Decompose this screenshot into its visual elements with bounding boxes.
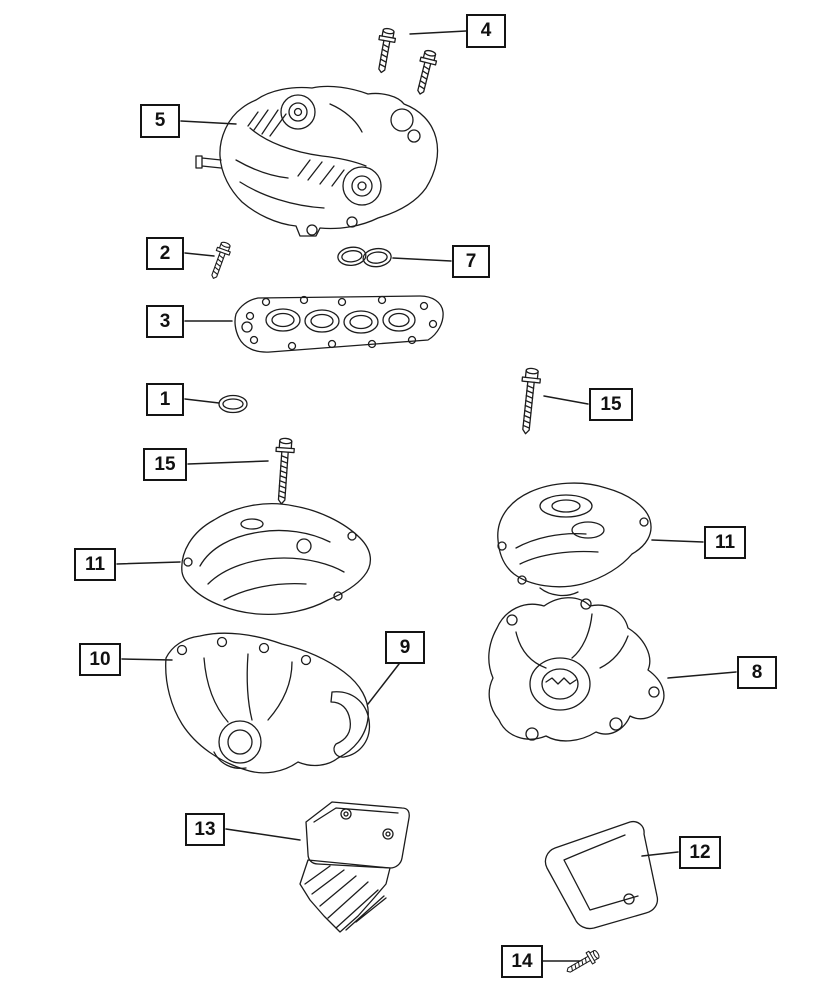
lower-intake-manifold-drawing (234, 295, 444, 353)
callout-8[interactable]: 8 (737, 656, 777, 689)
leader-line (543, 395, 589, 405)
leader-line (392, 257, 452, 262)
callout-1[interactable]: 1 (146, 383, 184, 416)
leader-line (367, 663, 400, 705)
exhaust-manifold-front-drawing (165, 632, 369, 774)
callout-5[interactable]: 5 (140, 104, 180, 138)
heat-shield-bracket-drawing (299, 801, 410, 933)
callout-3[interactable]: 3 (146, 305, 184, 338)
hex-flange-bolts-drawing (372, 26, 440, 97)
heat-shield-left-drawing (181, 503, 371, 616)
long-mounting-bolt-left-drawing (271, 437, 296, 506)
callout-12[interactable]: 12 (679, 836, 721, 869)
leader-line (116, 561, 181, 565)
leader-line (651, 539, 704, 543)
callout-13[interactable]: 13 (185, 813, 225, 846)
callout-15-right[interactable]: 15 (589, 388, 633, 421)
callout-15-left[interactable]: 15 (143, 448, 187, 481)
heat-shield-right-drawing (497, 482, 652, 597)
callout-10[interactable]: 10 (79, 643, 121, 676)
o-ring-seal-drawing (218, 394, 248, 414)
hex-bolt-drawing (206, 240, 234, 282)
hex-screw-drawing (563, 947, 602, 978)
callout-11-left[interactable]: 11 (74, 548, 116, 581)
long-mounting-bolt-right-drawing (515, 366, 543, 436)
leader-line (180, 120, 237, 125)
callout-4[interactable]: 4 (466, 14, 506, 48)
leader-line (187, 460, 269, 465)
leader-line (225, 828, 301, 841)
callout-9[interactable]: 9 (385, 631, 425, 664)
callout-14[interactable]: 14 (501, 945, 543, 978)
manifold-outlet-flange-drawing (330, 691, 371, 758)
leader-line (121, 658, 173, 661)
splash-shield-drawing (544, 820, 659, 930)
leader-line (667, 671, 737, 679)
upper-intake-manifold-drawing (195, 85, 439, 237)
leader-line (184, 398, 220, 404)
callout-2[interactable]: 2 (146, 237, 184, 270)
leader-line (409, 30, 467, 35)
callout-7[interactable]: 7 (452, 245, 490, 278)
figure-eight-gasket-drawing (337, 246, 392, 268)
exhaust-manifold-rear-drawing (488, 597, 665, 742)
leader-lines (116, 30, 737, 962)
callout-11-right[interactable]: 11 (704, 526, 746, 559)
leader-line (184, 252, 215, 257)
leader-line (641, 851, 679, 857)
